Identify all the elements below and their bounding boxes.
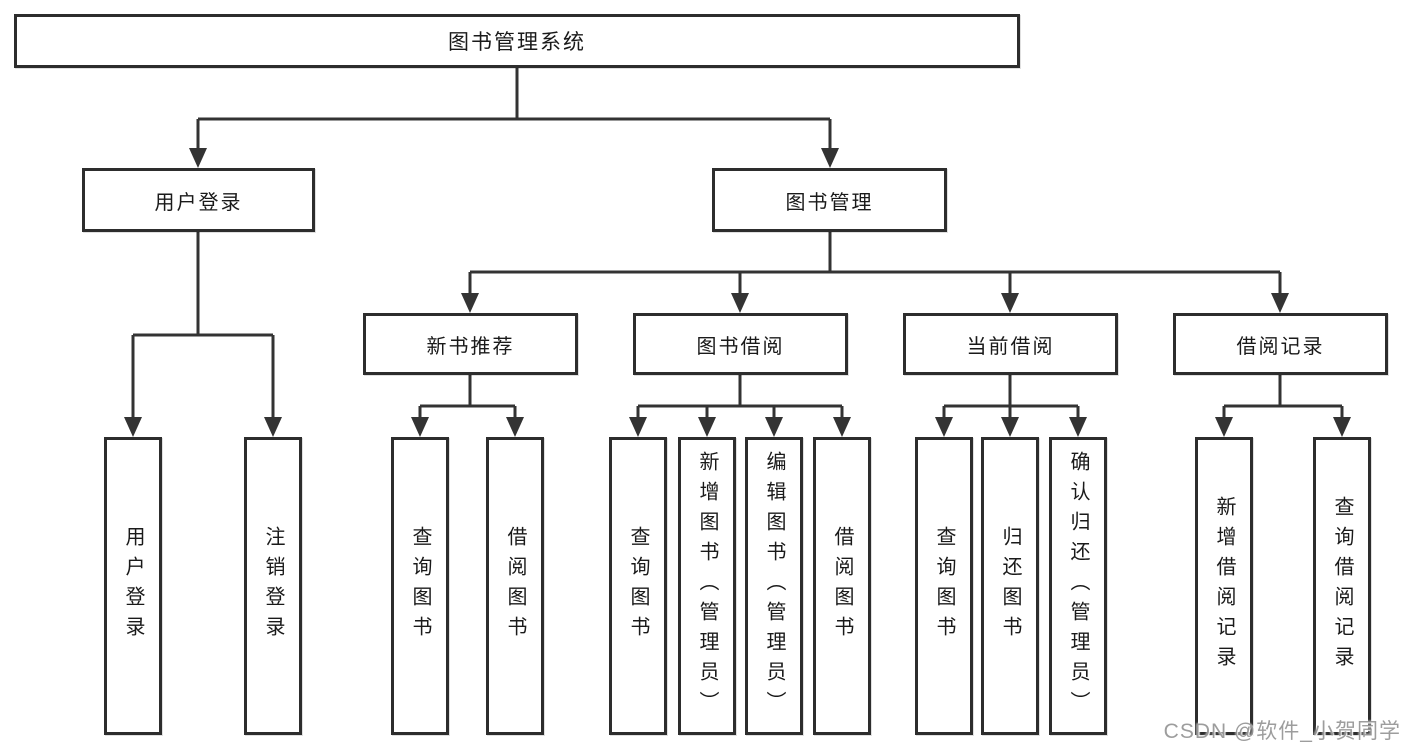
node-borrow-records: 借阅记录 (1173, 313, 1388, 375)
node-book-management-branch: 图书管理 (712, 168, 947, 232)
leaf-add-books-admin: 新增图书（管理员） (678, 437, 736, 735)
leaf-confirm-return-admin: 确认归还（管理员） (1049, 437, 1107, 735)
leaf-user-login: 用户登录 (104, 437, 162, 735)
leaf-add-borrow-record: 新增借阅记录 (1195, 437, 1253, 735)
leaf-logout-login: 注销登录 (244, 437, 302, 735)
node-current-borrow: 当前借阅 (903, 313, 1118, 375)
leaf-return-books: 归还图书 (981, 437, 1039, 735)
leaf-query-borrow-record: 查询借阅记录 (1313, 437, 1371, 735)
node-root-system: 图书管理系统 (14, 14, 1020, 68)
node-user-login-branch: 用户登录 (82, 168, 315, 232)
leaf-query-books-recommend: 查询图书 (391, 437, 449, 735)
node-book-borrow: 图书借阅 (633, 313, 848, 375)
leaf-query-books-borrow: 查询图书 (609, 437, 667, 735)
csdn-watermark: CSDN @软件_小贺同学 (1163, 720, 1401, 743)
leaf-edit-books-admin: 编辑图书（管理员） (745, 437, 803, 735)
leaf-query-books-current: 查询图书 (915, 437, 973, 735)
node-new-book-recommend: 新书推荐 (363, 313, 578, 375)
leaf-borrow-books: 借阅图书 (813, 437, 871, 735)
arrowheads (124, 148, 1351, 437)
leaf-borrow-books-recommend: 借阅图书 (486, 437, 544, 735)
